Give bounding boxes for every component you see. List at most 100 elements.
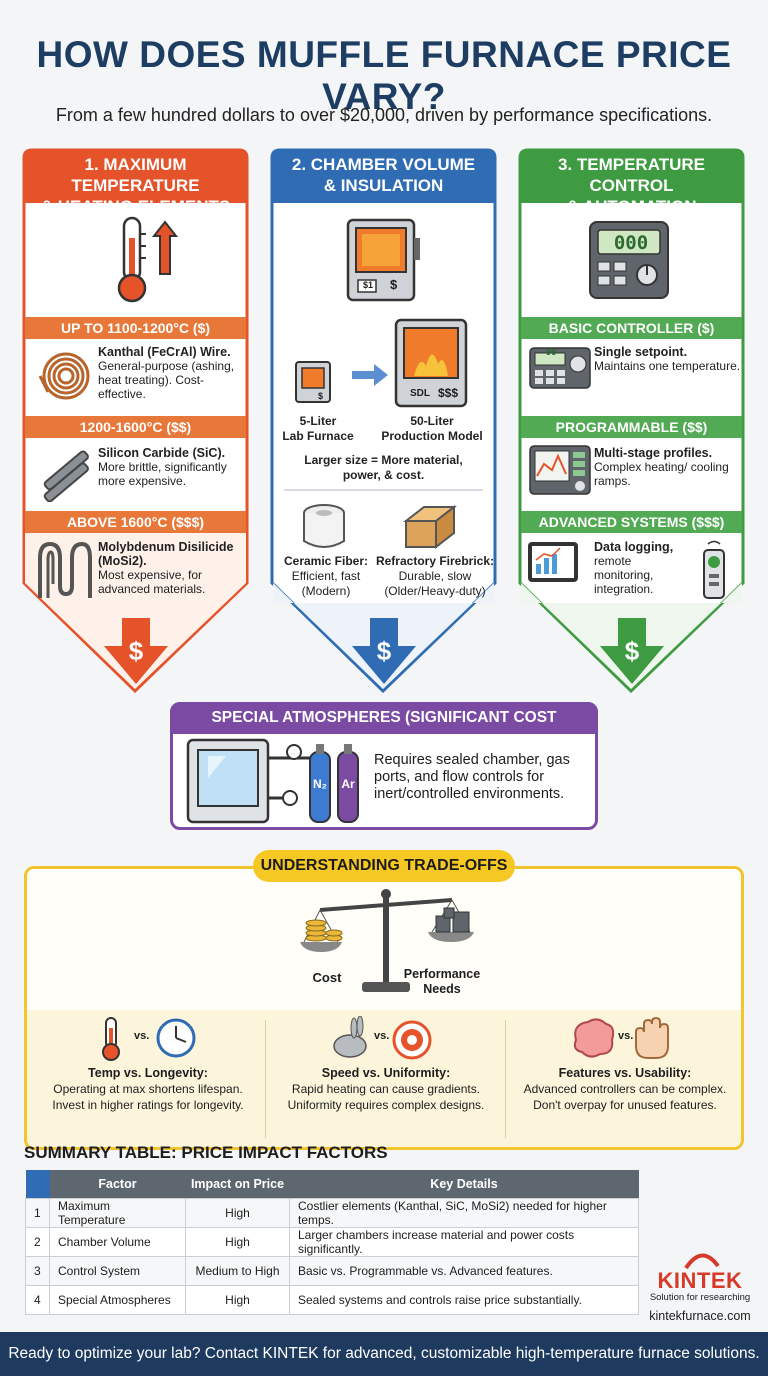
tier-band: BASIC CONTROLLER ($) xyxy=(521,317,742,339)
page-subtitle: From a few hundred dollars to over $20,0… xyxy=(55,105,713,125)
vs-label: vs. xyxy=(618,1030,634,1042)
table-cell: High xyxy=(185,1226,290,1257)
kintek-logo-arc-icon xyxy=(684,1253,720,1270)
tradeoff-title: Speed vs. Uniformity: xyxy=(321,1066,451,1080)
brain-hand-icon xyxy=(573,1016,669,1059)
price-badge: $ xyxy=(318,391,324,401)
table-cell: High xyxy=(185,1197,290,1228)
tier-band: ABOVE 1600°C ($$$) xyxy=(25,511,246,533)
remote-device-icon xyxy=(703,540,725,599)
table-cell: High xyxy=(185,1284,290,1315)
controller-display: 00 xyxy=(545,348,557,358)
table-header-row: Factor Impact on Price Key Details xyxy=(25,1170,639,1198)
mosi2-element-icon xyxy=(38,541,92,598)
tier-band: UP TO 1100-1200°C ($) xyxy=(25,317,246,339)
rabbit-target-icon xyxy=(333,1016,432,1060)
vs-label: vs. xyxy=(374,1030,390,1042)
price-arrow-icon xyxy=(600,618,664,684)
small-furnace-icon xyxy=(295,361,331,403)
insulation-desc: Durable, slow (Older/Heavy-duty) xyxy=(384,569,486,598)
insulation-item: Refractory Firebrick:Durable, slow (Olde… xyxy=(374,554,496,599)
tier-band: 1200-1600°C ($$) xyxy=(25,416,246,438)
table-cell: Medium to High xyxy=(185,1255,290,1286)
brand-url[interactable]: kintekfurnace.com xyxy=(649,1309,751,1323)
footer-cta[interactable]: Ready to optimize your lab? Contact KINT… xyxy=(0,1332,768,1376)
tier-name: Kanthal (FeCrAl) Wire. xyxy=(98,345,231,359)
tier-item: Kanthal (FeCrAl) Wire.General-purpose (a… xyxy=(98,345,246,401)
table-cell: 3 xyxy=(25,1255,50,1286)
arrow-right-icon xyxy=(352,364,388,386)
controller-display: 000 xyxy=(613,232,649,254)
size-summary: Larger size = More material, power, & co… xyxy=(304,453,463,482)
dollar-sign: $ xyxy=(376,636,392,666)
performance-label: Performance Needs xyxy=(403,967,481,996)
tier-name: Single setpoint. xyxy=(594,345,688,359)
coil-wire-icon xyxy=(38,352,90,400)
tier-name: Data logging, xyxy=(594,540,674,554)
furnace-tag: SDL xyxy=(410,388,430,399)
table-cell: Control System xyxy=(49,1255,186,1286)
balance-scale-icon xyxy=(300,889,474,992)
gas-label-n2: N₂ xyxy=(313,777,327,791)
table-cell: 2 xyxy=(25,1226,50,1257)
table-header: Factor xyxy=(49,1170,186,1198)
tradeoff-desc: Rapid heating can cause gradients. Unifo… xyxy=(287,1082,485,1112)
brand-logo: KINTEK xyxy=(657,1268,743,1293)
tradeoff-desc: Advanced controllers can be complex. Don… xyxy=(523,1082,727,1112)
atmos-text: Requires sealed chamber, gas ports, and … xyxy=(374,752,570,802)
controller-icon xyxy=(589,221,669,299)
insulation-item: Ceramic Fiber:Efficient, fast (Modern) xyxy=(274,554,378,599)
tier-item: Molybdenum Disilicide (MoSi2).Most expen… xyxy=(98,540,246,596)
table-header: Key Details xyxy=(289,1170,639,1198)
page-title: HOW DOES MUFFLE FURNACE PRICE VARY? xyxy=(36,34,732,117)
table-cell: Costlier elements (Kanthal, SiC, MoSi2) … xyxy=(289,1197,639,1228)
column-temperature-control: 3. TEMPERATURE CONTROL & AUTOMATION 000 … xyxy=(518,148,745,693)
large-furnace-label: 50-Liter Production Model xyxy=(381,414,483,443)
table-cell: Sealed systems and controls raise price … xyxy=(289,1284,639,1315)
table-cell: Chamber Volume xyxy=(49,1226,186,1257)
tier-item: Silicon Carbide (SiC).More brittle, sign… xyxy=(98,446,246,488)
tradeoff-title: Features vs. Usability: xyxy=(558,1066,692,1080)
thermometer-icon xyxy=(117,216,179,303)
price-arrow-icon xyxy=(104,618,168,684)
firebrick-icon xyxy=(403,504,457,550)
programmable-controller-icon xyxy=(529,445,591,495)
sealed-chamber-icon xyxy=(186,738,359,824)
column-chamber-volume: 2. CHAMBER VOLUME & INSULATION $1 $ $ SD… xyxy=(270,148,497,693)
atmos-title: SPECIAL ATMOSPHERES (SIGNIFICANT COST IN… xyxy=(170,702,598,758)
tier-item: Single setpoint.Maintains one temperatur… xyxy=(594,345,742,373)
tier-desc: More brittle, significantly more expensi… xyxy=(98,460,227,488)
table-cell: Maximum Temperature xyxy=(49,1197,186,1228)
column-title: 2. CHAMBER VOLUME & INSULATION xyxy=(291,155,476,195)
dollar-sign: $ xyxy=(624,636,640,666)
divider xyxy=(505,1020,506,1138)
table-cell: Special Atmospheres xyxy=(49,1284,186,1315)
tradeoffs-title: UNDERSTANDING TRADE-OFFS xyxy=(253,850,515,882)
ceramic-fiber-icon xyxy=(303,504,345,548)
dollar-sign: $ xyxy=(128,636,144,666)
tablet-dashboard-icon xyxy=(528,542,578,582)
table-cell: 4 xyxy=(25,1284,50,1315)
tradeoff-item: Temp vs. Longevity:Operating at max shor… xyxy=(28,1065,268,1113)
gas-label-ar: Ar xyxy=(341,777,355,791)
tradeoff-item: Features vs. Usability: Advanced controll… xyxy=(505,1065,745,1113)
tier-item: Data logging,remote monitoring, integrat… xyxy=(594,540,694,596)
tradeoff-title: Temp vs. Longevity: xyxy=(88,1066,208,1080)
table-cell: 1 xyxy=(25,1197,50,1228)
summary-title: SUMMARY TABLE: PRICE IMPACT FACTORS xyxy=(24,1143,388,1162)
tradeoff-item: Speed vs. Uniformity: Rapid heating can c… xyxy=(266,1065,506,1113)
column-title: 1. MAXIMUM TEMPERATURE & HEATING ELEMENT… xyxy=(40,155,231,216)
price-badge: $$$ xyxy=(438,386,459,400)
insulation-desc: Efficient, fast (Modern) xyxy=(291,569,361,598)
thermometer-icon xyxy=(102,1017,196,1061)
tier-band: PROGRAMMABLE ($$) xyxy=(521,416,742,438)
furnace-tag: $1 xyxy=(362,280,373,290)
furnace-icon xyxy=(346,218,420,302)
silicon-carbide-rods-icon xyxy=(43,450,89,502)
insulation-name: Refractory Firebrick: xyxy=(375,554,495,568)
large-furnace-icon xyxy=(394,318,468,408)
